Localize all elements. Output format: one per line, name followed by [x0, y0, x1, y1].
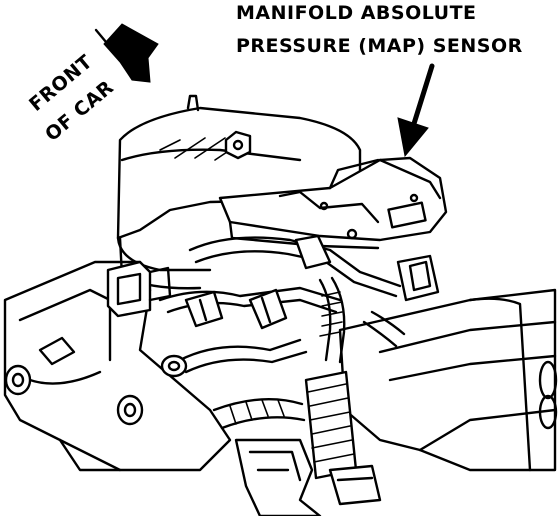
map-sensor	[218, 156, 448, 250]
throttle-body-housing	[116, 94, 362, 290]
map-sensor-label-line1: MANIFOLD ABSOLUTE	[236, 2, 477, 24]
egr-valve	[184, 234, 332, 330]
wire-harness-bundle	[212, 370, 358, 480]
idle-air-control	[106, 260, 172, 318]
lower-bracket	[234, 438, 382, 516]
harness-and-connectors	[318, 254, 440, 364]
front-arrow-icon	[94, 23, 159, 83]
manifold-runner-right	[338, 288, 558, 472]
map-sensor-callout: MANIFOLD ABSOLUTE PRESSURE (MAP) SENSOR	[236, 2, 523, 158]
map-sensor-label-line2: PRESSURE (MAP) SENSOR	[236, 35, 523, 57]
arrow-down-icon	[397, 63, 435, 158]
